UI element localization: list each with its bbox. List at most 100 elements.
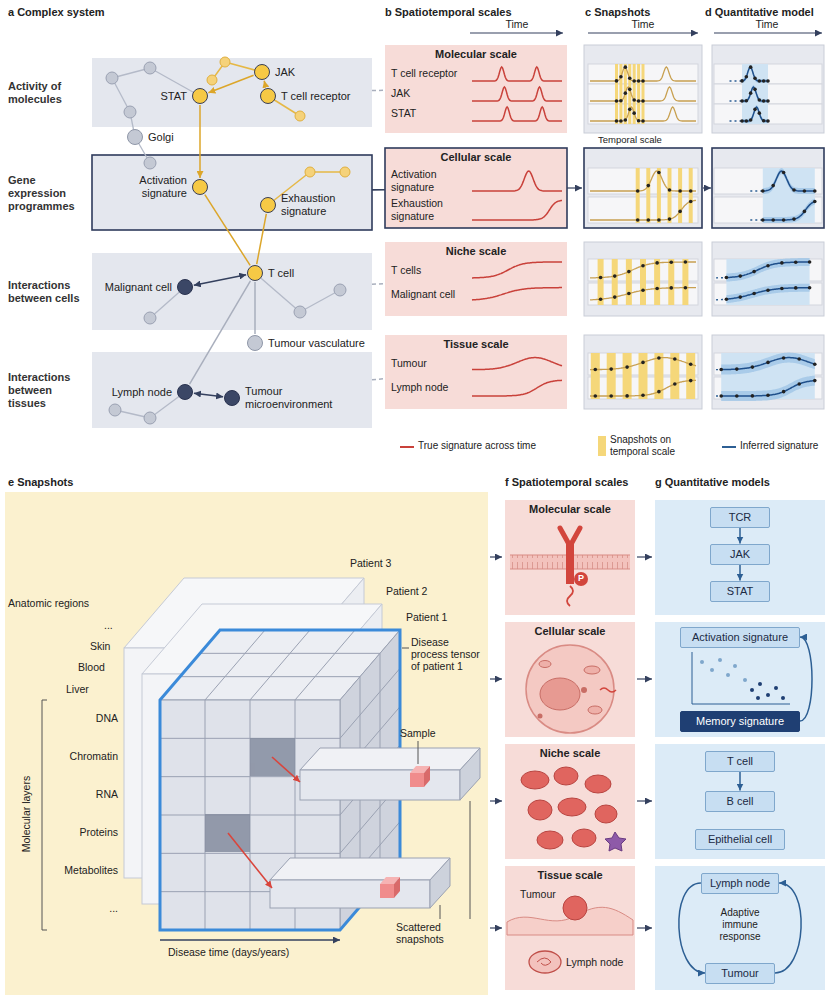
sample-dot — [673, 357, 677, 361]
snapshot-bar — [637, 64, 640, 124]
model-box: Epithelial cell — [695, 829, 785, 850]
scatter-plot — [692, 652, 790, 704]
sample-dot — [594, 394, 598, 398]
sample-dot — [615, 99, 619, 103]
sample-dot — [752, 270, 756, 274]
signature-trace — [590, 262, 696, 278]
signature-trace — [590, 107, 696, 121]
panel-ground — [505, 744, 635, 859]
uncertainty-band — [726, 258, 809, 282]
text-label: ... — [48, 902, 118, 914]
sample-dot — [657, 356, 661, 360]
panel-heading: f Spatiotemporal scales — [505, 476, 629, 488]
sample-dot — [794, 286, 798, 290]
sample-dot — [782, 171, 786, 175]
uncertainty-band — [726, 284, 809, 304]
sample-dot — [669, 260, 673, 264]
model-box: B cell — [705, 791, 775, 812]
connector — [372, 189, 385, 191]
uncertainty-band — [742, 105, 768, 123]
leader-lines — [42, 648, 470, 940]
sample-dot — [632, 79, 636, 83]
band-ground — [92, 352, 372, 428]
row-label: Activation signature — [391, 168, 473, 194]
true-signature — [472, 171, 562, 191]
inferred-signature — [721, 358, 815, 370]
uncertainty-band — [721, 376, 815, 401]
box-label: T cell — [714, 755, 766, 768]
model-box: TCR — [710, 507, 770, 528]
signature-trace — [590, 358, 696, 370]
node-label: JAK — [275, 66, 295, 79]
true-signature — [472, 200, 562, 220]
legend-line — [400, 446, 414, 448]
row-label: STAT — [391, 107, 473, 120]
network-node: T cell receptor — [260, 88, 276, 104]
inferred-signature — [742, 67, 768, 81]
panel-heading: c Snapshots — [585, 6, 650, 18]
sample-dot — [749, 65, 753, 69]
box-label: Tumour — [714, 967, 766, 980]
sample-dot — [609, 394, 613, 398]
sample-dot — [628, 77, 632, 81]
model-box: T cell — [705, 751, 775, 772]
sample-dot — [636, 189, 640, 193]
row-label: Lymph node — [391, 381, 473, 394]
true-signature — [472, 262, 562, 278]
model-box: Tumour — [705, 963, 775, 984]
sample-dot — [657, 390, 661, 394]
snapshot-bar — [642, 64, 645, 124]
sample-dot — [813, 200, 817, 204]
inferred-window — [726, 259, 809, 305]
network-node: Golgi — [127, 129, 143, 145]
sample-dot — [771, 218, 775, 222]
signature-trace — [590, 200, 696, 220]
sample-dot — [619, 119, 623, 123]
sample-dot — [751, 394, 755, 398]
scale-panel: Tissue scaleTumourLymph node — [505, 866, 635, 990]
sample-dot — [613, 274, 617, 278]
inferred-signature — [726, 262, 809, 278]
sample-dot — [689, 189, 693, 193]
model-box: Lymph node — [701, 873, 779, 894]
sample-dot — [632, 111, 636, 115]
sample-dot — [740, 79, 744, 83]
sample-dot — [719, 368, 723, 372]
node-label: Malignant cell — [105, 281, 172, 294]
model-box: JAK — [710, 544, 770, 565]
scale-band: Interactions between cellsT cellMalignan… — [92, 253, 372, 330]
panel-heading: Molecular scale — [385, 48, 567, 61]
sample-dot — [689, 362, 693, 366]
text-label: Time — [752, 18, 782, 30]
snapshot-group — [584, 335, 702, 409]
sample-dot — [615, 119, 619, 123]
true-signature — [472, 358, 562, 370]
text-label: Proteins — [48, 826, 118, 838]
node-label: Lymph node — [112, 386, 172, 399]
inferred-signature — [742, 87, 768, 101]
snapshot-bar — [654, 353, 663, 399]
sample-dot — [794, 260, 798, 264]
sample-dot — [780, 261, 784, 265]
sample-dot — [684, 286, 688, 290]
connector — [190, 281, 251, 384]
sample-dot — [740, 99, 744, 103]
panel-heading: Cellular scale — [505, 625, 635, 638]
sample-dot — [632, 98, 636, 102]
snapshot-bar — [598, 259, 604, 305]
box-label: Lymph node — [710, 877, 770, 890]
snapshot-group — [712, 148, 824, 228]
box-label: STAT — [719, 585, 761, 598]
sample-dot — [627, 270, 631, 274]
snapshot-bar — [636, 168, 640, 223]
snapshot-bar — [615, 64, 618, 124]
text-label: Temporal scale — [598, 134, 698, 146]
row-label: Tumour — [391, 357, 473, 370]
sample-dot — [668, 188, 672, 192]
network-node: Malignant cell — [177, 279, 193, 295]
snapshot-bar — [686, 353, 695, 399]
sample-dot — [738, 274, 742, 278]
uncertainty-band — [742, 65, 768, 83]
sample-dot — [766, 119, 770, 123]
